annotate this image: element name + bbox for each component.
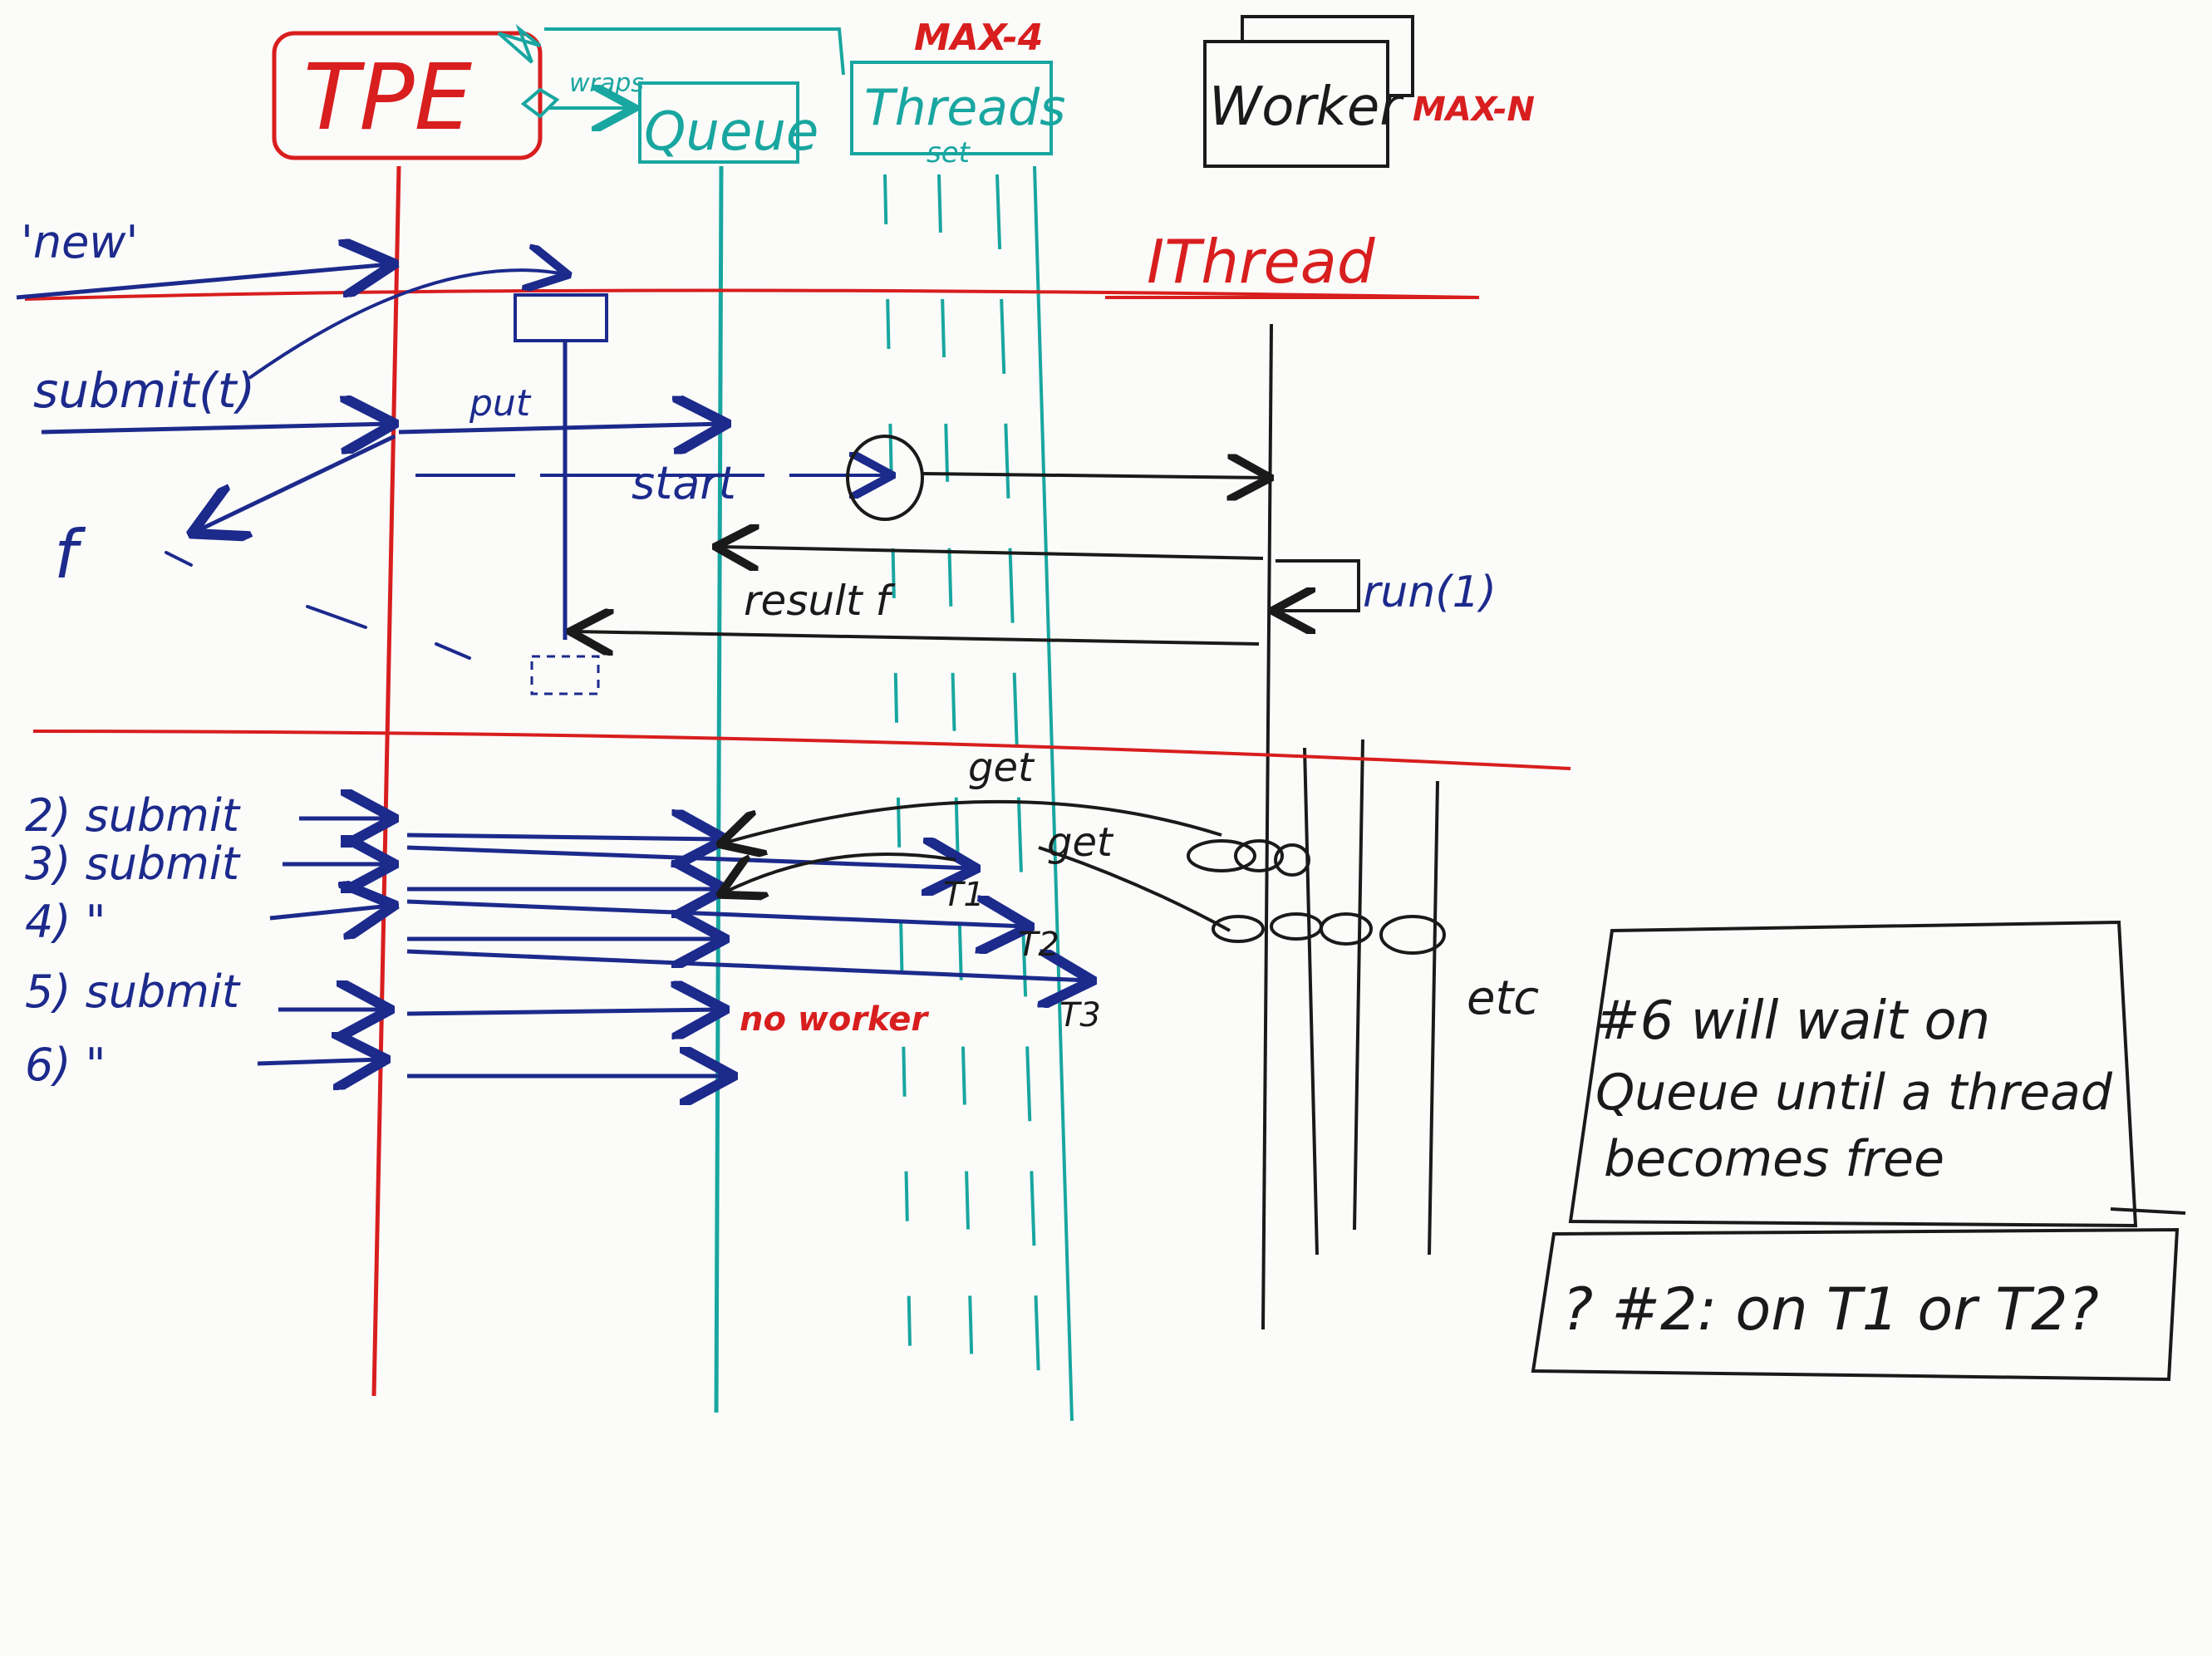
new-arrow: [16, 264, 391, 300]
submit-to-box-curve: [248, 270, 565, 380]
note-2-text: ? #2: on T1 or T2?: [1562, 1275, 2099, 1344]
queue-box: [638, 81, 799, 164]
max-4-label: MAX-4: [914, 17, 1043, 59]
tpe-queue-link: [497, 23, 542, 64]
worker-participant: Worker MAX-N IThread: [1105, 15, 1535, 299]
start-to-worker-arrow: [922, 474, 1267, 478]
new-label: 'new': [21, 216, 138, 268]
note-2: ? #2: on T1 or T2?: [1531, 1227, 2180, 1382]
note-1-border: [1568, 920, 2138, 1228]
get-arrow-2: [723, 853, 956, 893]
tpe-to-queue-arrows: [406, 835, 1089, 1076]
queue-participant: Queue wraps: [544, 27, 845, 164]
worker-loops: [1187, 839, 1446, 955]
call-label-4: 5) submit: [25, 966, 241, 1018]
run-label: run(1): [1363, 568, 1497, 617]
queue-to-threads-link: [544, 27, 845, 76]
call-label-2: 3) submit: [25, 838, 241, 890]
tpe-label: TPE: [303, 44, 473, 150]
start-label: start: [632, 457, 738, 509]
note-1-line-2: Queue until a thread: [1595, 1064, 2113, 1122]
f-return-arrow: [195, 434, 396, 532]
call-label-3: 4) ": [25, 896, 106, 948]
call-arrows-to-tpe: [257, 818, 391, 1064]
call-label-1: 2) submit: [25, 789, 241, 842]
worker-box: [1203, 40, 1389, 168]
threads-box: [850, 61, 1053, 155]
submit-arrow: [41, 424, 391, 432]
note-1: #6 will wait on Queue until a thread bec…: [1568, 920, 2186, 1228]
future-end-box: [530, 655, 600, 695]
section-divider-1: [24, 288, 1480, 301]
t2-label: T2: [1018, 926, 1059, 964]
worker-return-arrow: [719, 547, 1264, 558]
no-worker-label: no worker: [740, 1000, 929, 1039]
t3-label: T3: [1059, 996, 1101, 1034]
threads-label: Threads: [864, 79, 1065, 137]
put-label: put: [469, 382, 532, 425]
tpe-box: [272, 31, 543, 160]
t1-label: T1: [943, 876, 985, 914]
note-1-line-1: #6 will wait on: [1595, 990, 1990, 1052]
put-arrow: [398, 424, 723, 432]
section-2: 2) submit 3) submit 4) " 5) submit 6) " …: [25, 744, 1539, 1091]
note-2-border: [1531, 1227, 2180, 1382]
run-self-call: [1276, 559, 1360, 611]
result-arrow: [573, 631, 1260, 644]
ithread-label: IThread: [1147, 227, 1376, 297]
tpe-participant: TPE: [272, 23, 560, 160]
f-return-label: f: [54, 516, 86, 593]
future-box: [514, 293, 608, 342]
max-n-label: MAX-N: [1413, 91, 1535, 129]
queue-lifeline: [714, 165, 724, 1413]
call-label-5: 6) ": [25, 1039, 106, 1091]
threads-participant: Threads set MAX-4: [850, 17, 1065, 170]
get-label-2: get: [1047, 819, 1114, 866]
section-1: 'new' submit(t) put start run(1) result …: [16, 216, 1497, 695]
submit-label: submit(t): [33, 362, 255, 419]
worker-lifeline-1: [1261, 323, 1273, 1330]
get-arrow-1: [723, 799, 1222, 843]
note-1-line-3: becomes free: [1604, 1130, 1944, 1188]
section-divider-2: [32, 730, 1571, 770]
worker-get-curve: [1038, 846, 1231, 932]
threads-set-label: set: [927, 136, 971, 170]
etc-label: etc: [1467, 971, 1539, 1025]
thread-start-marker: [846, 435, 924, 521]
tpe-lifeline: [371, 165, 401, 1397]
thread-lifelines: [883, 165, 1074, 1422]
worker-label: Worker: [1209, 76, 1404, 138]
wraps-label: wraps: [569, 69, 644, 98]
result-label: result f: [744, 577, 895, 625]
queue-label: Queue: [644, 101, 818, 163]
worker-lifelines: [1303, 739, 1439, 1256]
get-label-1: get: [968, 744, 1035, 791]
